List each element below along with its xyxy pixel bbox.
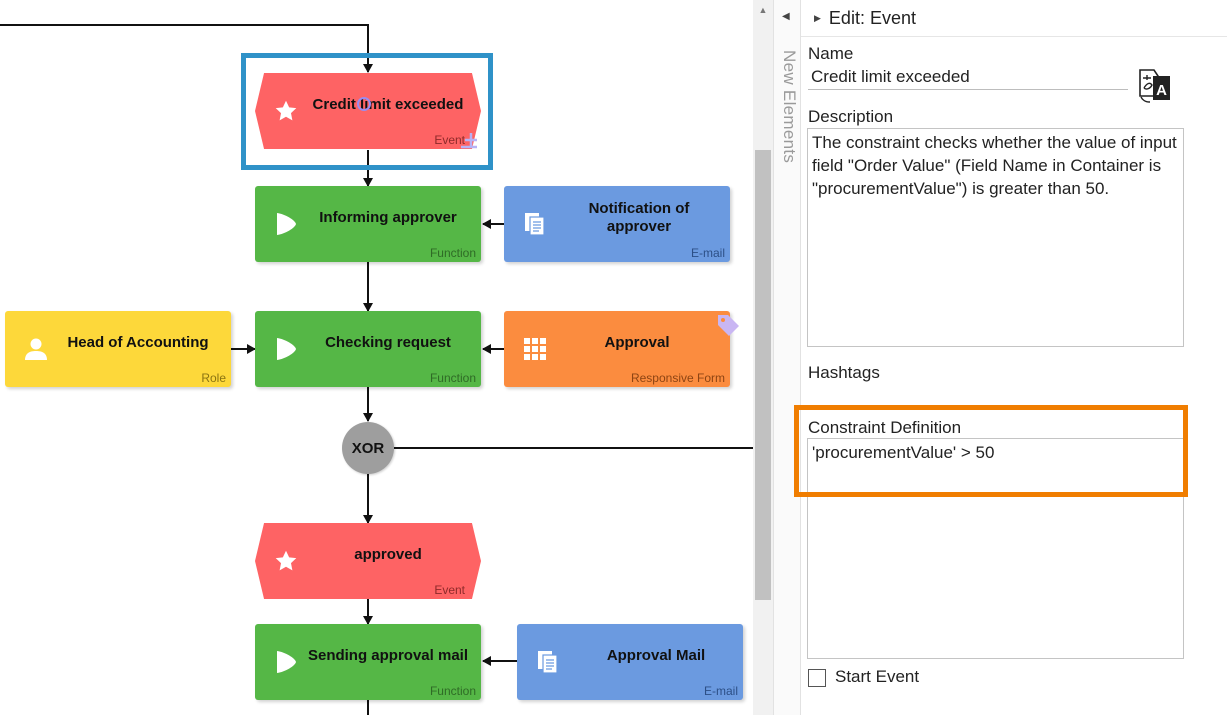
node-label: Notification of approver bbox=[588, 200, 690, 235]
node-approval-form[interactable]: Approval Responsive Form bbox=[504, 311, 730, 387]
diagram-canvas[interactable]: Credit limit exceeded Event Informing ap… bbox=[0, 0, 753, 715]
star-icon bbox=[275, 100, 297, 121]
collapse-left-icon[interactable]: ◀ bbox=[782, 11, 790, 22]
node-informing-approver[interactable]: Informing approver Function bbox=[255, 186, 481, 262]
grid-icon bbox=[524, 338, 546, 360]
document-icon bbox=[538, 651, 558, 674]
node-credit-limit-exceeded[interactable]: Credit limit exceeded Event bbox=[255, 73, 481, 149]
scrollbar-thumb[interactable] bbox=[755, 150, 771, 600]
vertical-scrollbar[interactable]: ▲ bbox=[753, 0, 773, 715]
node-type: E-mail bbox=[703, 684, 738, 698]
node-approved[interactable]: approved Event bbox=[255, 523, 481, 599]
name-field[interactable]: Credit limit exceeded bbox=[808, 66, 1128, 90]
gateway-label: XOR bbox=[351, 439, 385, 457]
node-label: Credit limit exceeded bbox=[312, 96, 464, 113]
play-icon bbox=[277, 338, 296, 360]
svg-text:A: A bbox=[1156, 82, 1167, 99]
scroll-up-icon[interactable]: ▲ bbox=[758, 5, 768, 15]
description-textarea[interactable]: The constraint checks whether the value … bbox=[807, 128, 1184, 347]
caret-right-icon[interactable]: ▶ bbox=[814, 12, 821, 23]
new-elements-palette[interactable]: ◀ New Elements bbox=[773, 0, 801, 715]
link-target-icon[interactable] bbox=[356, 96, 372, 112]
node-label: Sending approval mail bbox=[307, 647, 469, 664]
palette-label[interactable]: New Elements bbox=[780, 50, 799, 164]
panel-header[interactable]: ▶ Edit: Event bbox=[801, 0, 1227, 37]
node-notification-of-approver[interactable]: Notification of approver E-mail bbox=[504, 186, 730, 262]
start-event-label[interactable]: Start Event bbox=[835, 667, 920, 686]
document-icon bbox=[525, 213, 545, 236]
node-label: Head of Accounting bbox=[67, 334, 209, 351]
user-icon bbox=[25, 338, 47, 360]
xor-gateway[interactable]: XOR bbox=[342, 422, 394, 474]
start-event-checkbox[interactable] bbox=[808, 669, 826, 687]
resize-handle-icon[interactable] bbox=[459, 131, 479, 149]
translate-icon[interactable]: A bbox=[1137, 66, 1173, 104]
node-type: Event bbox=[434, 583, 465, 597]
node-checking-request[interactable]: Checking request Function bbox=[255, 311, 481, 387]
node-label: Informing approver bbox=[319, 209, 457, 226]
constraint-definition-label: Constraint Definition bbox=[808, 418, 962, 437]
connector-incoming bbox=[0, 24, 373, 73]
constraint-definition-textarea[interactable]: 'procurementValue' > 50 bbox=[807, 438, 1184, 659]
node-head-of-accounting[interactable]: Head of Accounting Role bbox=[5, 311, 231, 387]
description-label: Description bbox=[808, 107, 894, 126]
node-type: Responsive Form bbox=[630, 371, 725, 385]
play-icon bbox=[277, 651, 296, 673]
properties-panel: ▶ Edit: Event Name Credit limit exceeded… bbox=[794, 0, 1227, 715]
node-type: Function bbox=[429, 684, 476, 698]
star-icon bbox=[275, 550, 297, 571]
tag-icon[interactable] bbox=[715, 312, 741, 338]
node-type: Event bbox=[434, 133, 465, 147]
node-label: Checking request bbox=[325, 334, 451, 351]
hashtags-label: Hashtags bbox=[808, 363, 880, 382]
node-approval-mail[interactable]: Approval Mail E-mail bbox=[517, 624, 743, 700]
node-sending-approval-mail[interactable]: Sending approval mail Function bbox=[255, 624, 481, 700]
node-type: Function bbox=[429, 246, 476, 260]
name-label: Name bbox=[808, 44, 854, 63]
node-type: Role bbox=[201, 371, 226, 385]
play-icon bbox=[277, 213, 296, 235]
node-label: Approval bbox=[604, 334, 670, 351]
panel-title: Edit: Event bbox=[828, 7, 916, 28]
node-type: E-mail bbox=[690, 246, 725, 260]
node-label: approved bbox=[354, 546, 422, 563]
node-label: Approval Mail bbox=[606, 647, 706, 664]
node-type: Function bbox=[429, 371, 476, 385]
